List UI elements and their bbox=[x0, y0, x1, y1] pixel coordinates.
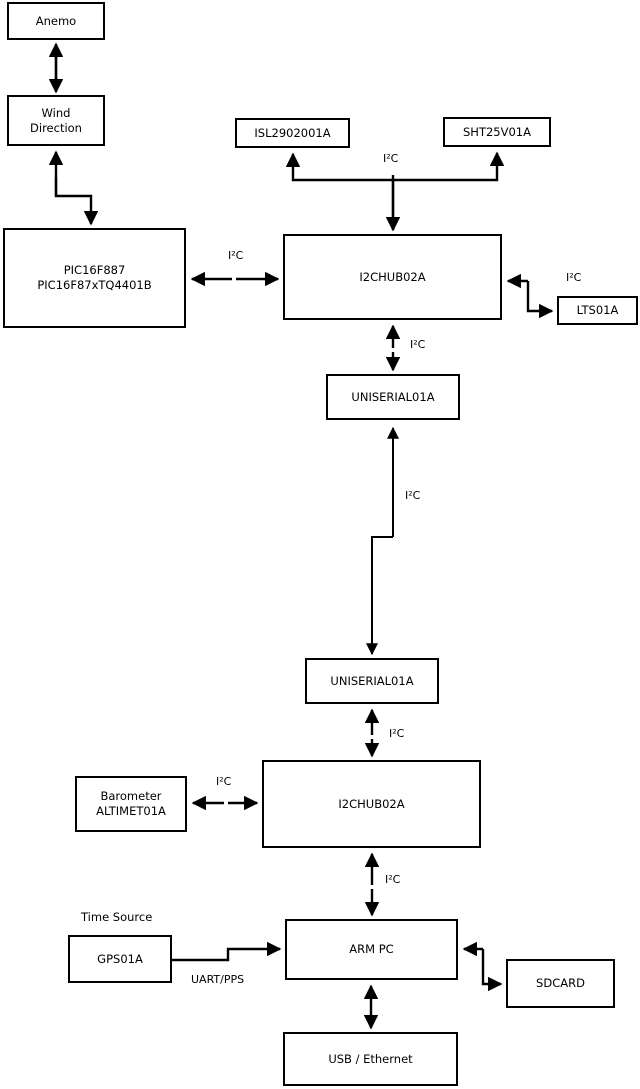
node-wind-direction[interactable]: Wind Direction bbox=[7, 95, 105, 146]
connector-wind-pic bbox=[48, 150, 99, 226]
node-sht25v01a-label: SHT25V01A bbox=[463, 124, 531, 139]
node-pic-mcu-label: PIC16F887 PIC16F87xTQ4401B bbox=[37, 263, 152, 292]
node-pic-mcu[interactable]: PIC16F887 PIC16F87xTQ4401B bbox=[3, 228, 186, 328]
label-time-source: Time Source bbox=[81, 910, 153, 924]
connector-gps-armpc bbox=[172, 941, 282, 962]
node-uniserial01a-lower[interactable]: UNISERIAL01A bbox=[305, 658, 439, 704]
node-sht25v01a[interactable]: SHT25V01A bbox=[443, 117, 551, 147]
node-i2chub02a-upper-label: I2CHUB02A bbox=[359, 269, 426, 284]
node-anemo-label: Anemo bbox=[35, 13, 77, 28]
node-usb-ethernet-label: USB / Ethernet bbox=[328, 1051, 413, 1066]
edge-label-hub1-uniserial1: I²C bbox=[410, 338, 426, 351]
node-arm-pc-label: ARM PC bbox=[349, 942, 394, 957]
node-i2chub02a-lower[interactable]: I2CHUB02A bbox=[262, 760, 481, 848]
node-sdcard[interactable]: SDCARD bbox=[506, 959, 615, 1008]
node-gps01a-label: GPS01A bbox=[97, 951, 143, 966]
edge-label-hub2-armpc: I²C bbox=[385, 873, 401, 886]
edge-label-hub1-top: I²C bbox=[383, 152, 399, 165]
node-lts01a[interactable]: LTS01A bbox=[557, 296, 638, 325]
node-i2chub02a-lower-label: I2CHUB02A bbox=[338, 796, 405, 811]
node-i2chub02a-upper[interactable]: I2CHUB02A bbox=[283, 234, 502, 320]
node-lts01a-label: LTS01A bbox=[576, 303, 619, 318]
node-isl2902001a[interactable]: ISL2902001A bbox=[235, 118, 350, 148]
edge-label-gps-armpc: UART/PPS bbox=[191, 973, 245, 986]
edge-label-hub1-lts: I²C bbox=[566, 271, 582, 284]
node-isl2902001a-label: ISL2902001A bbox=[254, 125, 331, 140]
edge-label-uniserial1-uniserial2: I²C bbox=[405, 489, 421, 502]
node-sdcard-label: SDCARD bbox=[536, 976, 585, 991]
connector-uniserial1-uniserial2 bbox=[366, 426, 399, 656]
edge-label-uniserial2-hub2: I²C bbox=[389, 727, 405, 740]
node-arm-pc[interactable]: ARM PC bbox=[285, 919, 458, 980]
edge-label-pic-hub1: I²C bbox=[228, 249, 244, 262]
node-barometer[interactable]: Barometer ALTIMET01A bbox=[75, 776, 187, 832]
edge-label-barometer-hub2: I²C bbox=[216, 775, 232, 788]
node-wind-direction-label: Wind Direction bbox=[30, 105, 82, 135]
connector-hub1-topsensors bbox=[285, 151, 505, 232]
connector-armpc-sdcard bbox=[462, 941, 503, 992]
node-usb-ethernet[interactable]: USB / Ethernet bbox=[283, 1032, 458, 1086]
node-anemo[interactable]: Anemo bbox=[7, 2, 105, 40]
node-barometer-label: Barometer ALTIMET01A bbox=[96, 789, 166, 818]
connector-hub1-lts bbox=[506, 273, 554, 319]
node-uniserial01a-upper[interactable]: UNISERIAL01A bbox=[326, 374, 460, 420]
node-uniserial01a-upper-label: UNISERIAL01A bbox=[351, 389, 435, 404]
node-uniserial01a-lower-label: UNISERIAL01A bbox=[330, 673, 414, 688]
node-gps01a[interactable]: GPS01A bbox=[68, 935, 172, 983]
